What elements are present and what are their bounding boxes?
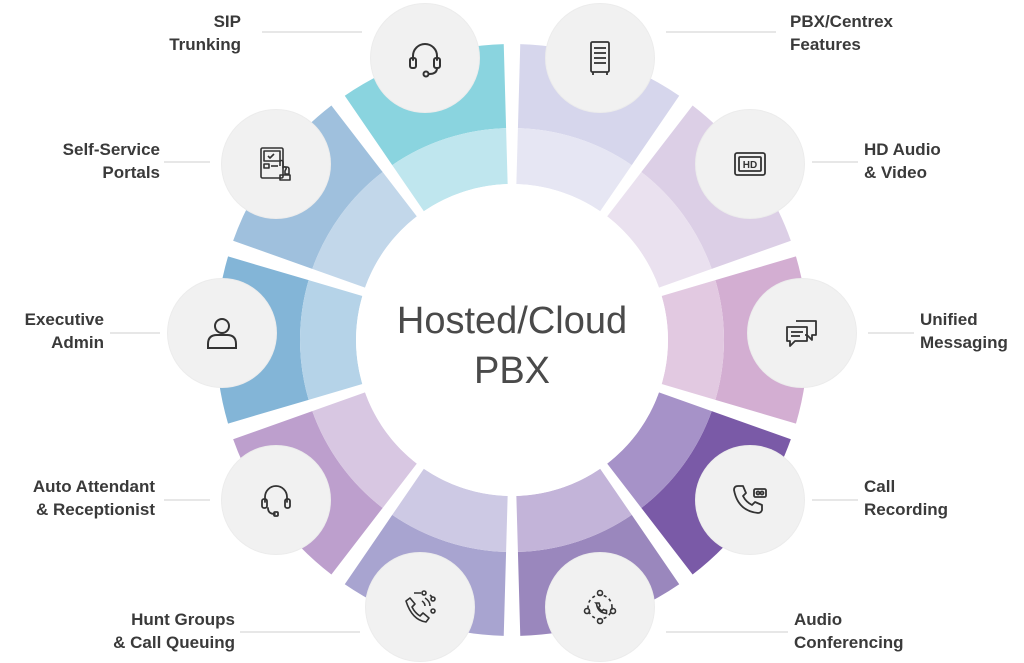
hd-icon: HD: [734, 152, 766, 176]
center-title-line1: Hosted/Cloud: [396, 300, 628, 342]
hd-audio-video-badge: HD: [696, 110, 804, 218]
segment-auto-inner: [312, 392, 417, 508]
label-unified-messaging: Unified Messaging: [920, 310, 1008, 352]
audio-conferencing-badge: [546, 553, 654, 661]
call-routing-icon: [405, 590, 436, 623]
label-audio-conferencing: Audio Conferencing: [794, 610, 904, 652]
segment-hd-inner: [607, 172, 712, 288]
segment-sip-inner: [392, 128, 508, 212]
segment-hunt-inner: [392, 468, 508, 552]
chat-bubbles-icon: [786, 320, 817, 347]
sip-trunking-badge: [371, 4, 479, 112]
label-hd-audio-video: HD Audio & Video: [864, 140, 941, 182]
phone-recording-icon: [733, 485, 767, 514]
hunt-groups-badge: [366, 553, 474, 661]
segment-self-inner: [312, 172, 417, 288]
label-pbx-centrex-features: PBX/Centrex Features: [790, 12, 893, 54]
label-sip-trunking: SIP Trunking: [169, 12, 241, 54]
center-hub: [356, 184, 668, 496]
unified-messaging-badge: [748, 279, 856, 387]
label-self-service-portals: Self-Service Portals: [62, 140, 160, 182]
center-title-line2: PBX: [473, 350, 551, 392]
label-executive-admin: Executive Admin: [24, 310, 104, 352]
pbx-centrex-badge: [546, 4, 654, 112]
server-rack-icon: [590, 41, 610, 75]
headset-icon: [261, 485, 291, 517]
segment-exec-inner: [300, 280, 363, 400]
conference-icon: [583, 589, 617, 625]
label-call-recording: Call Recording: [864, 477, 949, 519]
segment-pbx-inner: [516, 128, 632, 212]
segment-um-inner: [661, 280, 725, 400]
call-recording-badge: [696, 446, 804, 554]
label-hunt-groups-call-queuing: Hunt Groups & Call Queuing: [113, 610, 235, 652]
svg-text:HD: HD: [743, 160, 757, 171]
self-service-portals-badge: [222, 110, 330, 218]
user-icon: [207, 318, 237, 349]
center-title: Hosted/Cloud PBX: [352, 296, 672, 396]
headset-icon: [409, 43, 441, 78]
segment-rec-inner: [607, 392, 712, 508]
executive-admin-badge: [168, 279, 276, 387]
auto-attendant-badge: [222, 446, 330, 554]
segment-conf-inner: [516, 468, 632, 552]
label-auto-attendant-receptionist: Auto Attendant & Receptionist: [32, 477, 155, 519]
kiosk-touch-icon: [260, 147, 291, 181]
